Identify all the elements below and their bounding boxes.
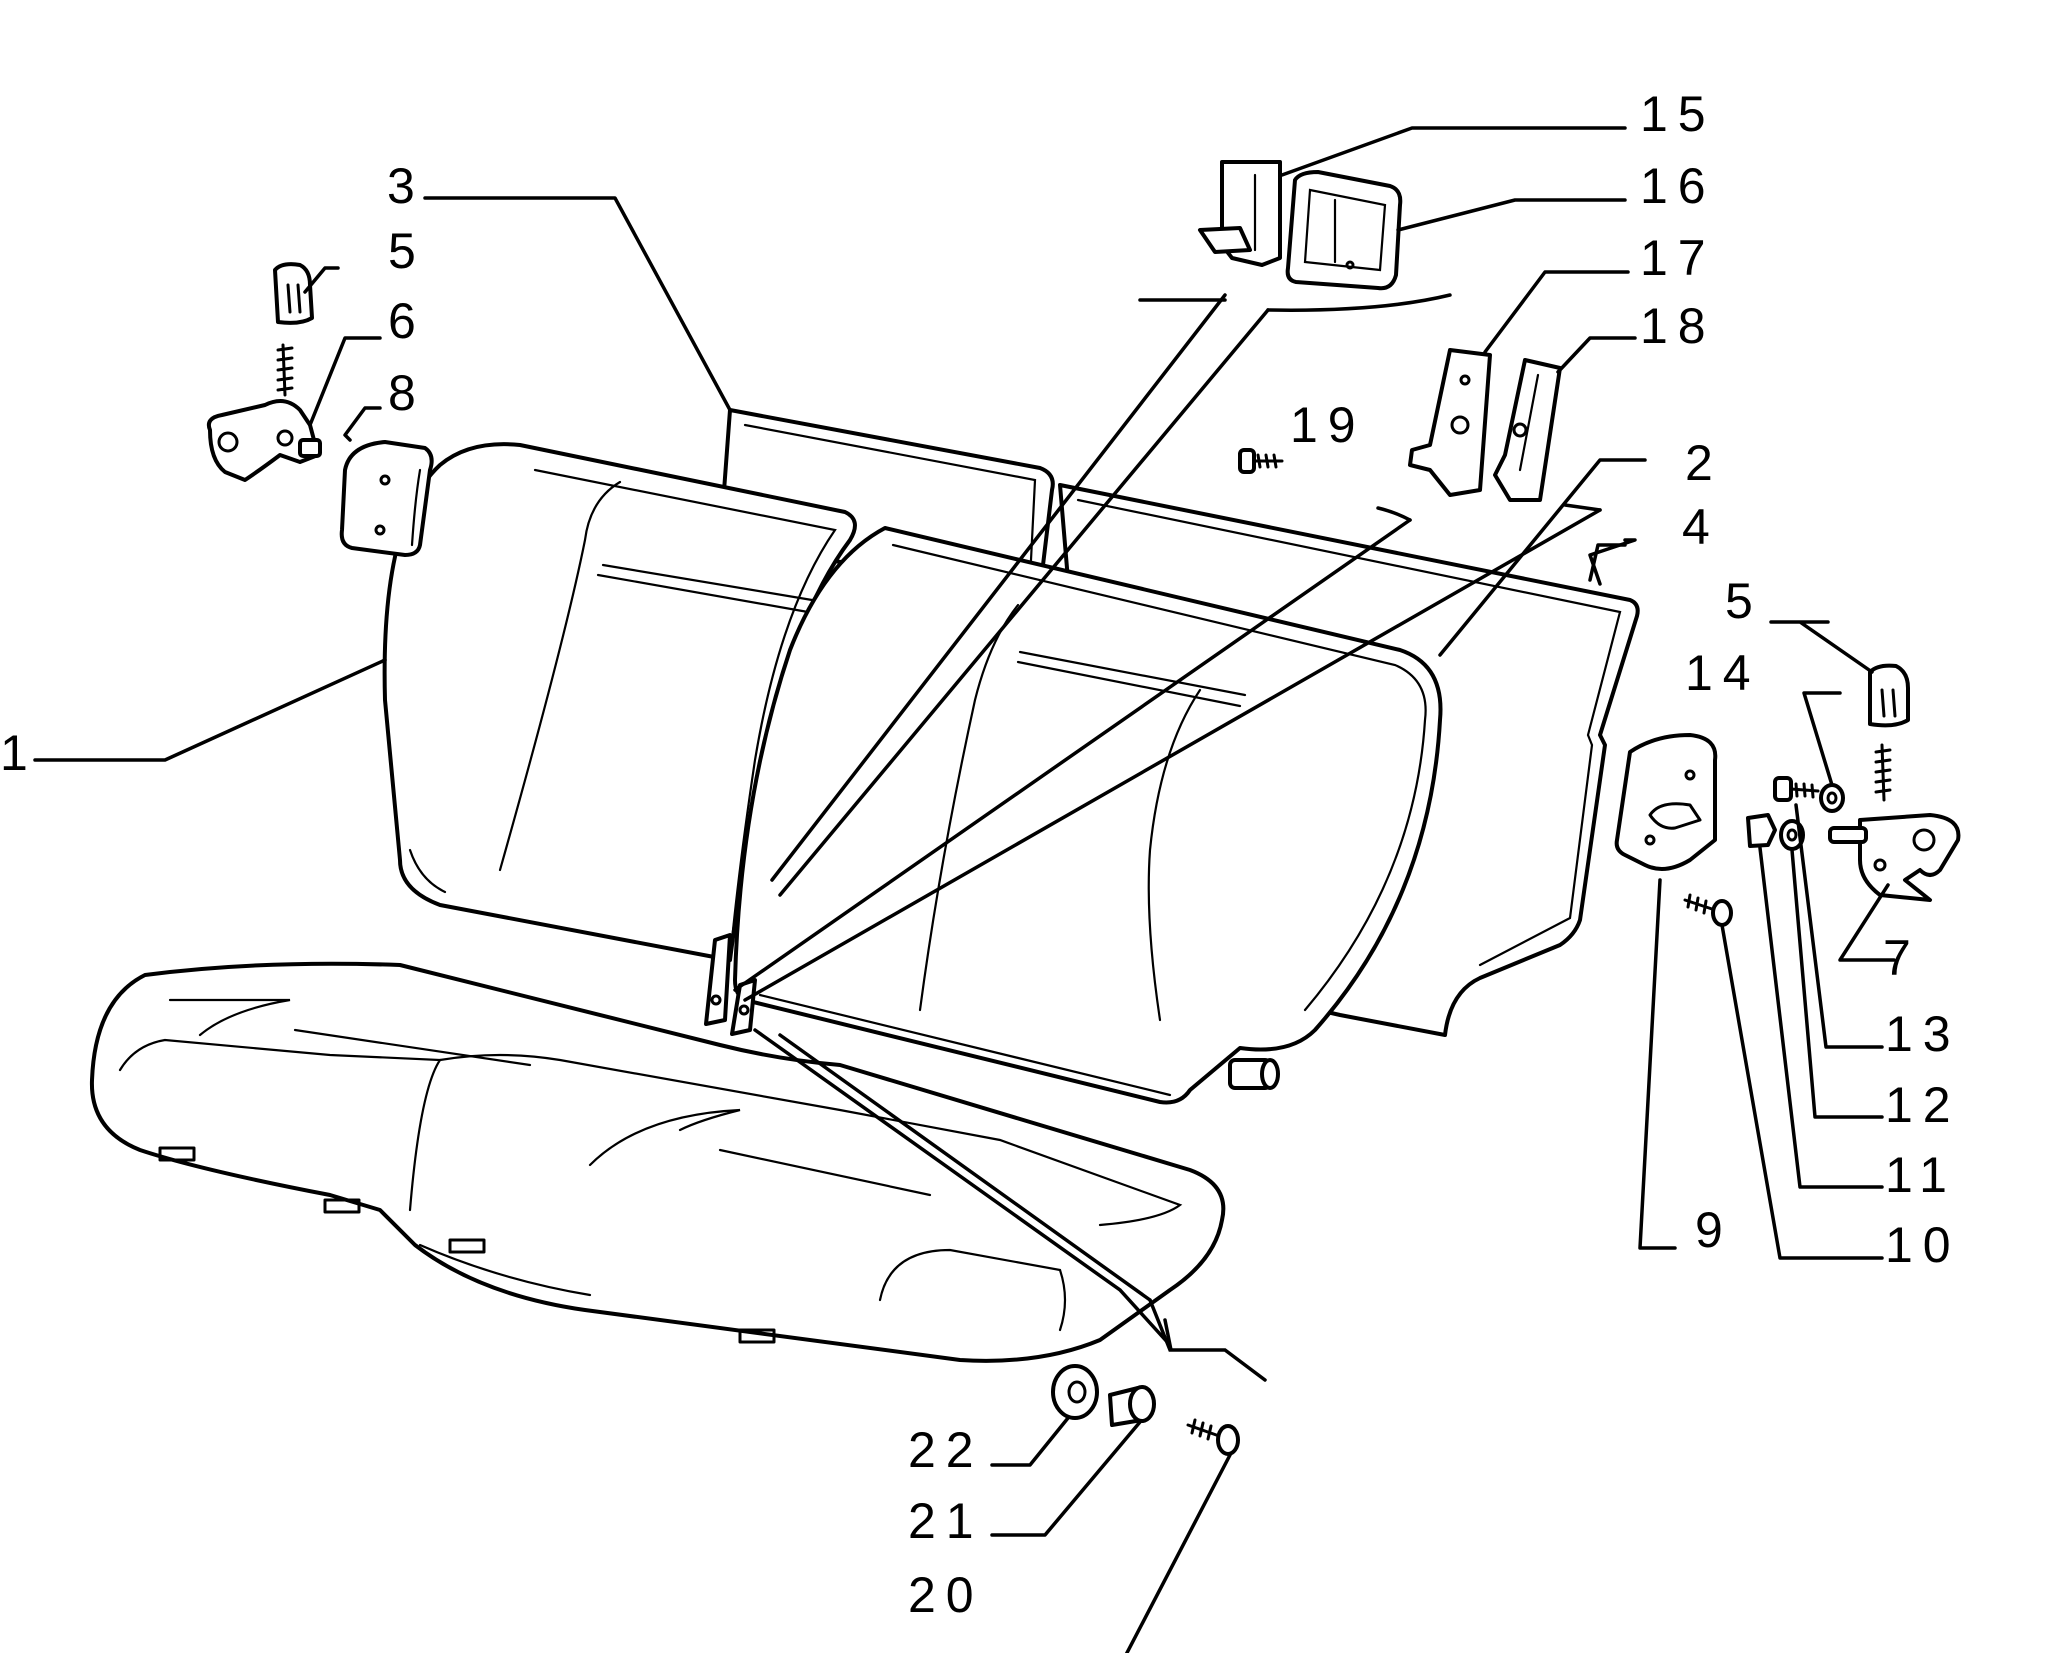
leader-lines <box>33 126 1896 1658</box>
callout-18: 18 <box>1640 298 1716 354</box>
callout-4: 4 <box>1682 499 1720 555</box>
leader-22 <box>990 1416 1070 1467</box>
bracket-left <box>339 440 434 557</box>
belt-guide-cover-part-16 <box>1285 170 1403 291</box>
leader-14 <box>1802 691 1842 787</box>
latch-mechanism-left <box>206 343 322 482</box>
callout-16: 16 <box>1640 158 1716 214</box>
backrest-right-cushion <box>733 526 1443 1105</box>
leader-21 <box>990 1420 1142 1537</box>
bolt-part-13 <box>1773 776 1820 802</box>
callout-11: 11 <box>1885 1147 1957 1203</box>
seat-belt-straps <box>733 293 1602 1382</box>
callout-12: 12 <box>1885 1077 1961 1133</box>
callout-14: 14 <box>1685 645 1761 701</box>
washer-part-22 <box>1051 1364 1099 1420</box>
callout-1: 1 <box>0 725 38 781</box>
latch-mechanism-right <box>1828 743 1961 902</box>
callout-13: 13 <box>1885 1006 1961 1062</box>
leader-2 <box>1438 458 1647 657</box>
latch-cap-right <box>1868 663 1910 728</box>
leader-9 <box>1638 878 1677 1250</box>
callout-5-left: 5 <box>388 223 426 279</box>
callout-5-right: 5 <box>1725 573 1763 629</box>
callout-21: 21 <box>908 1493 984 1549</box>
screw-part-10 <box>1683 893 1733 927</box>
leader-15 <box>1280 126 1627 177</box>
backrest-pivot-pin <box>1228 1058 1280 1090</box>
leader-3 <box>423 196 732 412</box>
latch-cap-left <box>273 262 314 325</box>
callout-17: 17 <box>1640 230 1716 286</box>
leader-4 <box>1588 538 1637 586</box>
seat-cushion <box>89 961 1226 1363</box>
leader-20 <box>1122 1453 1232 1658</box>
callout-22: 22 <box>908 1422 984 1478</box>
belt-guide-part-15 <box>1198 160 1282 267</box>
leader-8 <box>343 406 382 442</box>
callout-15: 15 <box>1640 86 1716 142</box>
bushing-part-21 <box>1108 1385 1156 1427</box>
leader-18 <box>1556 336 1637 374</box>
callout-10: 10 <box>1885 1217 1961 1273</box>
callout-2: 2 <box>1685 435 1723 491</box>
leader-13 <box>1794 803 1884 1049</box>
callout-6: 6 <box>388 293 426 349</box>
screw-part-19 <box>1238 448 1284 474</box>
callout-9: 9 <box>1695 1202 1733 1258</box>
callout-labels: 1 2 3 4 5 5 6 7 8 9 10 11 12 13 14 15 16… <box>0 86 1961 1623</box>
leader-6 <box>308 336 382 427</box>
leader-16 <box>1396 198 1627 232</box>
leader-5-left <box>303 266 340 294</box>
bolt-part-20 <box>1186 1418 1240 1456</box>
callout-19: 19 <box>1290 397 1366 453</box>
belt-guide-part-18 <box>1493 358 1562 502</box>
leader-17 <box>1483 270 1630 354</box>
leader-12 <box>1790 848 1884 1119</box>
leader-10 <box>1720 923 1884 1260</box>
callout-7: 7 <box>1883 930 1921 986</box>
leader-4b <box>1588 543 1627 582</box>
nut-part-11 <box>1746 813 1777 848</box>
callout-3: 3 <box>387 158 425 214</box>
leader-5-right <box>1769 620 1874 674</box>
backrest-left-cushion <box>382 442 857 962</box>
striker-plate-part-9 <box>1614 733 1718 871</box>
leader-1 <box>33 658 387 762</box>
leader-7 <box>1838 883 1896 962</box>
washer-part-14 <box>1819 783 1845 813</box>
leader-11 <box>1758 846 1884 1189</box>
callout-20: 20 <box>908 1567 984 1623</box>
callout-8: 8 <box>388 365 426 421</box>
anchor-bracket-part-17 <box>1408 348 1492 497</box>
